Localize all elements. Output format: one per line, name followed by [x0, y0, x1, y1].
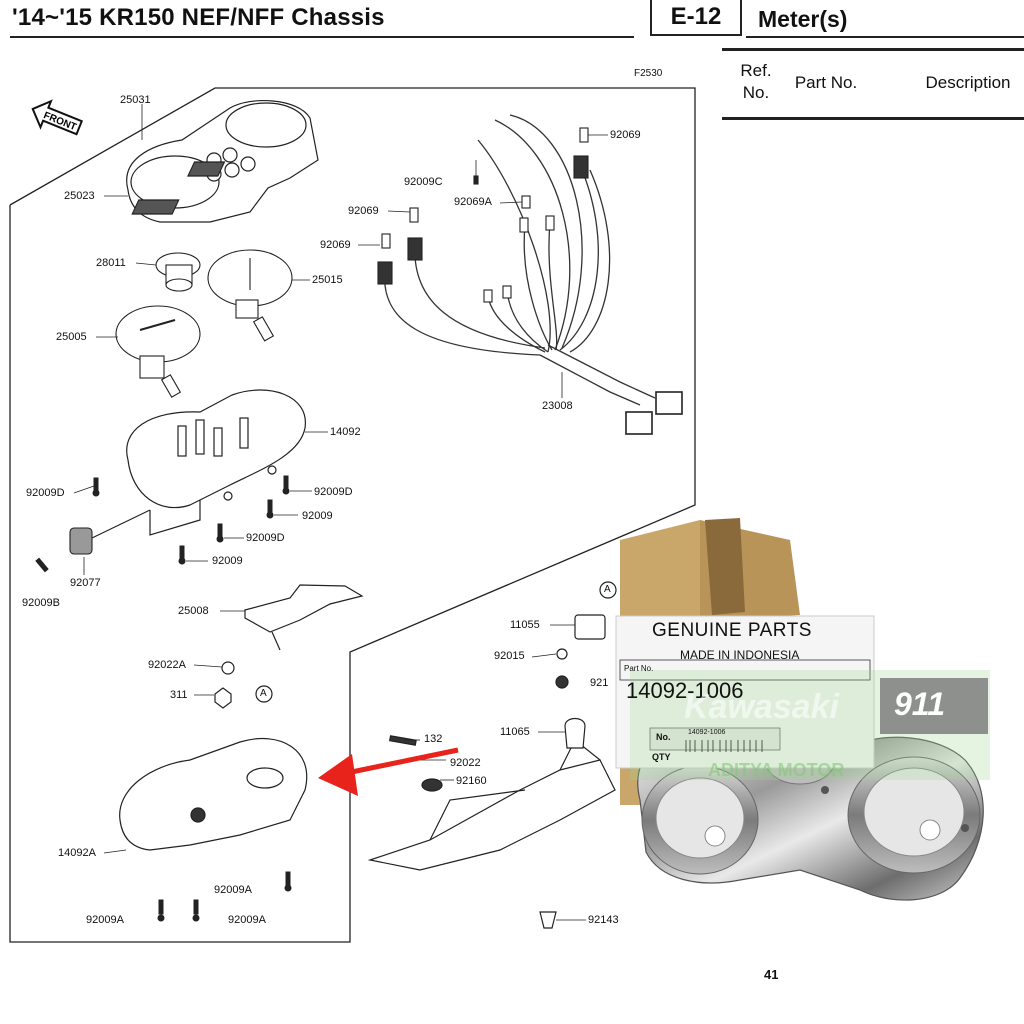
label-92009-bottom: 92009	[212, 555, 243, 567]
label-92009a-left: 92009A	[86, 914, 124, 926]
label-92160: 92160	[456, 775, 487, 787]
section-title: Meter(s)	[758, 6, 848, 32]
label-25015: 25015	[312, 274, 343, 286]
label-92009d-right: 92009D	[314, 486, 353, 498]
watermark-brand: Kawasaki	[684, 688, 839, 726]
speedometer-dial-drawing	[115, 305, 201, 398]
label-11055: 11055	[510, 619, 540, 631]
table-bottom-rule	[722, 117, 1024, 120]
small-part-number: 14092-1006	[688, 729, 726, 736]
trip-knob-drawing	[69, 509, 151, 555]
callout-a-bracket: A	[260, 688, 267, 699]
label-28011: 28011	[96, 257, 126, 269]
part-no-header: Part No.	[794, 73, 858, 92]
gear-drawing	[155, 252, 201, 292]
tachometer-dial-drawing	[207, 249, 293, 342]
label-92009c: 92009C	[404, 176, 443, 188]
document-title: '14~'15 KR150 NEF/NFF Chassis	[12, 4, 385, 31]
watermark-shop: ADITYA MOTOR	[708, 760, 845, 780]
label-92022a: 92022A	[148, 659, 186, 671]
screws-drawing	[35, 475, 290, 573]
ref-no-header: Ref. No.	[740, 61, 772, 102]
label-92143: 92143	[588, 914, 619, 926]
lower-case-drawing	[119, 738, 308, 851]
front-arrow-icon	[31, 99, 84, 136]
qty-caption: QTY	[652, 752, 671, 762]
part-no-caption: Part No.	[624, 664, 654, 673]
label-92009d-bottom: 92009D	[246, 532, 285, 544]
diagram-frame	[9, 87, 696, 943]
description-header: Description	[925, 73, 1011, 92]
red-arrow-icon	[318, 747, 459, 796]
label-14092: 14092	[330, 426, 361, 438]
label-311: 311	[170, 689, 188, 701]
figure-code: F2530	[634, 68, 663, 79]
parts-label-sticker	[615, 615, 875, 769]
watermark-band	[630, 670, 990, 780]
label-92009b: 92009B	[22, 597, 60, 609]
no-caption: No.	[656, 732, 671, 742]
label-25005: 25005	[56, 331, 87, 343]
label-92069-middle: 92069	[348, 205, 379, 217]
table-top-rule	[722, 48, 1024, 51]
harness-connectors-drawing	[377, 127, 683, 435]
label-25008: 25008	[178, 605, 209, 617]
label-11065: 11065	[500, 726, 530, 738]
header-rule-right	[746, 36, 1024, 38]
label-92009a-right: 92009A	[214, 884, 252, 896]
wiring-harness-drawing	[383, 114, 656, 406]
meter-cover-drawing	[126, 99, 319, 223]
lower-screws-drawing	[157, 871, 292, 922]
bracket-drawing	[214, 584, 364, 709]
section-code: E-12	[650, 0, 742, 36]
mounting-bracket-drawing	[367, 581, 617, 929]
label-92069-top: 92069	[610, 129, 641, 141]
label-92069-lower: 92069	[320, 239, 351, 251]
label-92009-right: 92009	[302, 510, 333, 522]
label-23008: 23008	[542, 400, 573, 412]
label-921: 921	[590, 677, 609, 689]
label-14092a: 14092A	[58, 847, 96, 859]
page-number: 41	[764, 967, 779, 982]
label-132: 132	[424, 733, 443, 745]
label-25023: 25023	[64, 190, 95, 202]
label-92009a-middle: 92009A	[228, 914, 266, 926]
callout-a-harness: A	[604, 584, 611, 595]
label-25031: 25031	[120, 94, 151, 106]
genuine-parts-text: GENUINE PARTS	[652, 620, 812, 641]
leader-lines	[73, 104, 608, 921]
part-number-text: 14092-1006	[626, 678, 744, 703]
label-92022: 92022	[450, 757, 481, 769]
label-92069a: 92069A	[454, 196, 492, 208]
label-92077: 92077	[70, 577, 101, 589]
label-92015: 92015	[494, 650, 525, 662]
watermark-number: 911	[894, 686, 946, 722]
meter-case-drawing	[126, 389, 306, 536]
label-92009d-left: 92009D	[26, 487, 65, 499]
made-in-text: MADE IN INDONESIA	[680, 648, 800, 662]
chrome-meter-cover-photo	[637, 733, 984, 901]
header-rule	[10, 36, 634, 38]
